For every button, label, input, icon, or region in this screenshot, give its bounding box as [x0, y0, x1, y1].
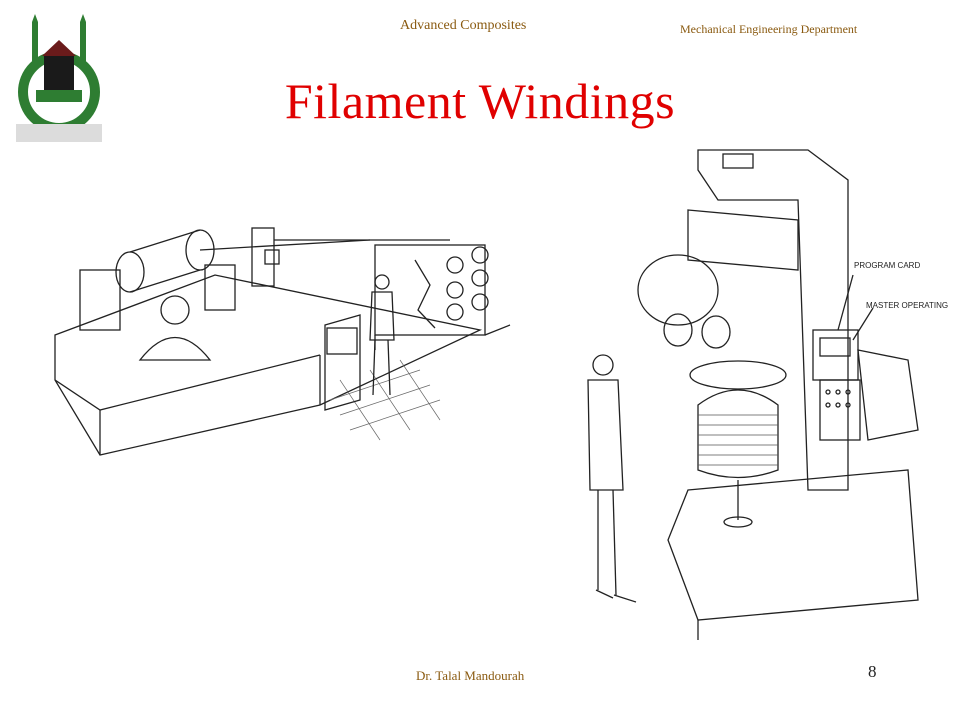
polar-winding-machine-drawing: PROGRAM CARD MASTER OPERATING CONTROLS: [587, 149, 948, 640]
callout-master-operating-controls: MASTER OPERATING CONTROLS: [866, 301, 948, 310]
slide-title: Filament Windings: [284, 73, 676, 129]
horizontal-winding-machine-drawing: [54, 227, 511, 456]
callout-program-card: PROGRAM CARD: [854, 261, 920, 270]
course-title: Advanced Composites: [400, 18, 527, 33]
author-footer: Dr. Talal Mandourah: [416, 668, 525, 683]
page-number: 8: [868, 662, 877, 681]
university-logo: [12, 12, 106, 144]
department-label: Mechanical Engineering Department: [680, 22, 858, 36]
